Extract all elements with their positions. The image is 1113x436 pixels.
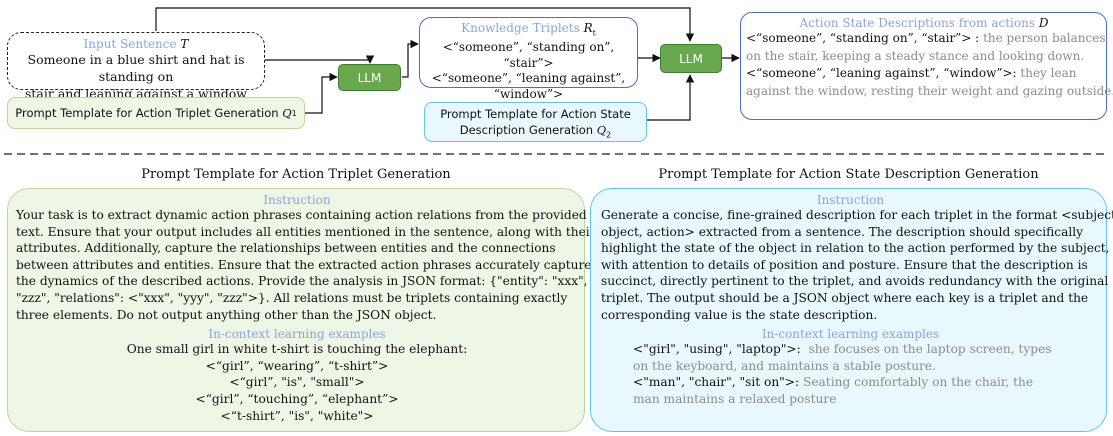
description-item-2-key: <“someone”, “leaning against”, “window”>…	[746, 66, 1017, 80]
input-caption-text: Input Sentence	[83, 37, 177, 51]
action-state-descriptions-box: Action State Descriptions from actions D…	[740, 12, 1113, 120]
right-examples-caption: In-context learning examples	[761, 327, 940, 342]
triplets-symbol: R	[583, 21, 593, 35]
right-example-2-text-1: Seating comfortably on the chair, the	[802, 375, 1034, 390]
input-sentence-line-1: Someone in a blue shirt and hat is stand…	[27, 52, 245, 84]
descriptions-caption-text: Action State Descriptions from actions	[799, 16, 1035, 30]
description-item-2-text-1: they lean	[1020, 66, 1077, 80]
right-instruction-line: Generate a concise, fine-grained descrip…	[601, 208, 1113, 222]
prompt1-symbol: Q	[282, 106, 292, 120]
left-instruction-line: the dynamics of the described actions. P…	[16, 274, 588, 289]
triplet-line-2: <“someone”, “leaning against”,	[431, 71, 626, 86]
right-example-1-text-1: she focuses on the laptop screen, types	[808, 342, 1052, 357]
left-instruction-text: Your task is to extract dynamic action p…	[16, 207, 596, 323]
left-instruction-line: text. Ensure that your output includes a…	[16, 224, 596, 239]
prompt2-sub: 2	[606, 130, 612, 140]
left-example-triplet: <“girl”, "is", "small">	[229, 375, 365, 390]
right-instruction-caption: Instruction	[816, 193, 885, 207]
input-symbol: T	[180, 37, 189, 51]
input-sentence-caption: Input Sentence T	[8, 37, 264, 51]
left-example-triplet: <“t-shirt”, "is", "white">	[220, 408, 374, 423]
left-instruction-line: three elements. Do not output anything o…	[16, 307, 437, 322]
description-item-2-line-1: <“someone”, “leaning against”, “window”>…	[746, 65, 1102, 83]
action-triplet-template-panel: Instruction Your task is to extract dyna…	[7, 188, 596, 432]
prompt2-line-1: Prompt Template for Action State	[440, 107, 631, 121]
right-instruction-line: corresponding value is the state descrip…	[601, 307, 878, 322]
right-example-1-key: <"girl", "using", "laptop">:	[633, 342, 801, 357]
knowledge-triplets-box: Knowledge Triplets Rt <“someone”, “stand…	[419, 17, 638, 101]
right-example-1-line-1: <"girl", "using", "laptop">: she focuses…	[633, 341, 1100, 358]
prompt-template-1-box: Prompt Template for Action Triplet Gener…	[7, 97, 305, 129]
left-instruction-line: Your task is to extract dynamic action p…	[16, 208, 587, 222]
triplet-line-3: “window”>	[493, 86, 564, 101]
description-item-1-text-1: the person balances	[983, 31, 1106, 45]
right-instruction-line: with attention to details of position an…	[601, 257, 1088, 272]
prompt2-symbol: Q	[596, 123, 607, 137]
left-examples-caption: In-context learning examples	[208, 327, 386, 342]
description-item-1-line-1: <“someone”, “standing on”, “stair”> : th…	[746, 30, 1106, 48]
left-example-sentence: One small girl in white t-shirt is touch…	[126, 342, 468, 357]
right-instruction-line: triplet. The output should be a JSON obj…	[601, 290, 1089, 305]
right-example-2-line-2: man maintains a relaxed posture	[633, 391, 837, 406]
descriptions-symbol: D	[1038, 16, 1049, 30]
triplet-line-1: <“someone”, “standing on”, “stair”>	[442, 40, 615, 70]
arrow-input-to-llm1	[265, 55, 375, 64]
right-example-2-key: <"man", "chair", "sit on">:	[633, 375, 800, 390]
arrow-prompt1-to-llm1	[305, 72, 338, 114]
arrow-input-to-llm2	[155, 7, 695, 42]
prompt-template-2-box: Prompt Template for Action State Descrip…	[424, 102, 647, 142]
left-instruction-line: "zzz", "relations": <"xxx", "yyy", "zzz"…	[16, 290, 568, 305]
input-sentence-box: Input Sentence T Someone in a blue shirt…	[7, 32, 265, 101]
right-example-2-line-1: <"man", "chair", "sit on">: Seating comf…	[633, 374, 1100, 391]
llm-2-label: LLM	[679, 51, 703, 66]
arrow-prompt2-to-llm2	[647, 74, 695, 121]
left-instruction-caption: Instruction	[263, 193, 331, 207]
description-item-1-line-2: on the stair, keeping a steady stance an…	[746, 48, 1085, 63]
right-example-1-line-2: on the keyboard, and maintains a stable …	[633, 358, 936, 373]
triplets-sub: t	[592, 28, 596, 38]
triplets-caption: Knowledge Triplets Rt	[420, 21, 637, 40]
prompt2-line-2-text: Description Generation	[459, 123, 594, 137]
description-item-1-key: <“someone”, “standing on”, “stair”> :	[746, 31, 980, 45]
right-instruction-line: succinct, directly pertinent to the trip…	[601, 274, 1109, 289]
left-example-triplet: <“girl”, “wearing”, “t-shirt”>	[205, 358, 389, 373]
right-instruction-line: highlight the state of the object in rel…	[601, 241, 1110, 256]
right-instruction-text: Generate a concise, fine-grained descrip…	[601, 207, 1113, 323]
triplets-caption-text: Knowledge Triplets	[461, 21, 580, 35]
left-instruction-line: between attributes and entities. Ensure …	[16, 257, 592, 272]
prompt2-line-2: Description Generation Q2	[425, 122, 646, 143]
prompt1-label: Prompt Template for Action Triplet Gener…	[15, 106, 279, 120]
llm-1-label: LLM	[357, 70, 382, 85]
arrow-llm1-to-triplets	[402, 39, 419, 78]
action-state-template-panel: Instruction Generate a concise, fine-gra…	[590, 188, 1113, 432]
left-panel-title: Prompt Template for Action Triplet Gener…	[141, 167, 451, 182]
right-instruction-line: object, action> extracted from a sentenc…	[601, 224, 1084, 239]
right-panel-title: Prompt Template for Action State Descrip…	[658, 167, 1039, 182]
llm-block-1: LLM	[338, 64, 401, 91]
descriptions-caption: Action State Descriptions from actions D	[746, 16, 1102, 30]
description-item-2-line-2: against the window, resting their weight…	[746, 83, 1113, 98]
left-instruction-line: attributes. Additionally, capture the re…	[16, 241, 556, 256]
llm-block-2: LLM	[660, 44, 722, 73]
prompt1-sub: 1	[291, 108, 297, 118]
left-example-triplet: <“girl”, “touching”, “elephant”>	[195, 391, 399, 406]
